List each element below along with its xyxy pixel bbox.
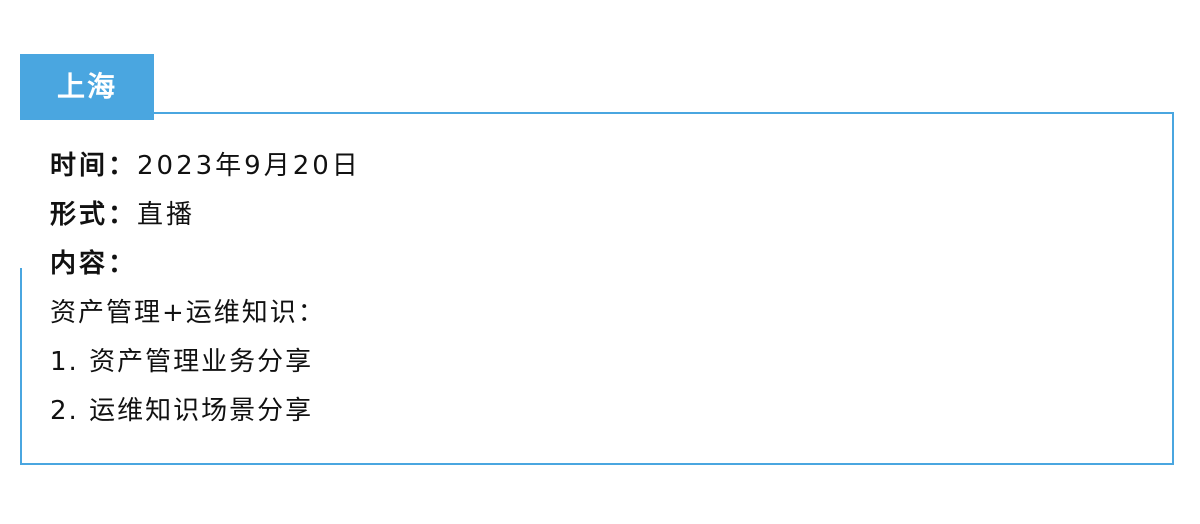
time-row: 时间：2023年9月20日	[50, 142, 1150, 191]
time-label: 时间：	[50, 151, 138, 181]
format-label: 形式：	[50, 200, 138, 230]
content-line-item-2: 2. 运维知识场景分享	[50, 396, 314, 426]
content-line-heading: 资产管理+运维知识：	[50, 298, 326, 328]
event-info-content: 时间：2023年9月20日 形式：直播 内容： 资产管理+运维知识： 1. 资产…	[50, 142, 1150, 436]
time-value: 2023年9月20日	[137, 151, 361, 181]
event-info-card	[20, 112, 1174, 465]
content-line-item-1: 1. 资产管理业务分享	[50, 347, 314, 377]
format-value: 直播	[137, 200, 196, 230]
content-row: 内容：	[50, 240, 1150, 289]
city-tag: 上海	[20, 54, 154, 120]
card-left-border	[20, 268, 22, 465]
content-label: 内容：	[50, 249, 138, 279]
format-row: 形式：直播	[50, 191, 1150, 240]
